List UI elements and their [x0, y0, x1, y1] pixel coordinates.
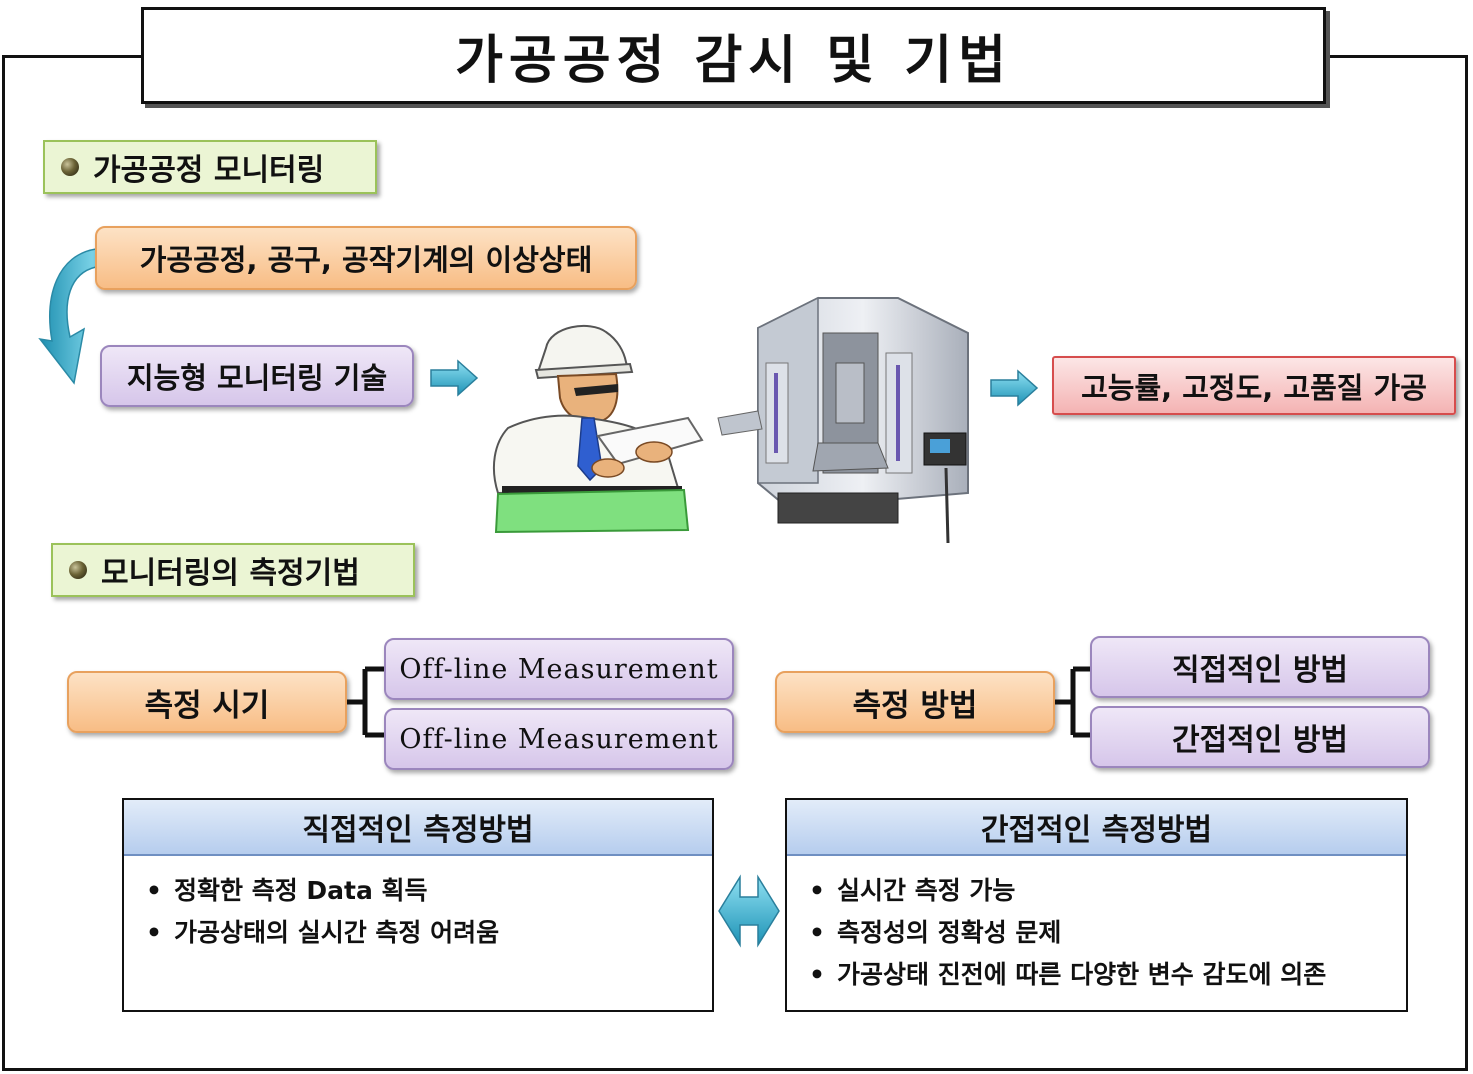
- section-label-text: 모니터링의 측정기법: [101, 556, 360, 591]
- bullet-icon: [61, 158, 79, 176]
- indirect-method-panel: 간접적인 측정방법 실시간 측정 가능 측정성의 정확성 문제 가공상태 진전에…: [785, 798, 1408, 1012]
- list-item: 가공상태의 실시간 측정 어려움: [146, 912, 712, 954]
- double-arrow-icon: [718, 874, 780, 948]
- list-item: 가공상태 진전에 따른 다양한 변수 감도에 의존: [809, 954, 1406, 996]
- method-option-text: 직접적인 방법: [1171, 653, 1349, 688]
- method-option-indirect: 간접적인 방법: [1090, 706, 1430, 768]
- machining-center-illustration: [717, 296, 969, 544]
- page-title: 가공공정 감시 및 기법: [141, 7, 1326, 104]
- timing-option-2: Off-line Measurement: [384, 708, 734, 770]
- measurement-method-box: 측정 방법: [775, 671, 1055, 733]
- indirect-method-list: 실시간 측정 가능 측정성의 정확성 문제 가공상태 진전에 따른 다양한 변수…: [787, 856, 1406, 996]
- right-arrow-icon: [990, 369, 1039, 407]
- direct-method-panel-title: 직접적인 측정방법: [124, 800, 712, 856]
- abnormal-state-text: 가공공정, 공구, 공작기계의 이상상태: [139, 243, 593, 277]
- result-box: 고능률, 고정도, 고품질 가공: [1052, 356, 1456, 415]
- section-label-text: 가공공정 모니터링: [93, 153, 325, 188]
- measurement-timing-box: 측정 시기: [67, 671, 347, 733]
- right-arrow-icon: [430, 359, 479, 397]
- abnormal-state-box: 가공공정, 공구, 공작기계의 이상상태: [95, 226, 637, 290]
- timing-option-text: Off-line Measurement: [399, 653, 719, 685]
- curved-arrow-icon: [38, 248, 97, 385]
- section-label-monitoring: 가공공정 모니터링: [43, 140, 377, 194]
- direct-method-panel: 직접적인 측정방법 정확한 측정 Data 획득 가공상태의 실시간 측정 어려…: [122, 798, 714, 1012]
- measurement-method-text: 측정 방법: [852, 687, 978, 724]
- list-item: 정확한 측정 Data 획득: [146, 870, 712, 912]
- list-item: 실시간 측정 가능: [809, 870, 1406, 912]
- method-option-direct: 직접적인 방법: [1090, 636, 1430, 698]
- method-option-text: 간접적인 방법: [1171, 723, 1349, 758]
- result-text: 고능률, 고정도, 고품질 가공: [1081, 370, 1427, 405]
- direct-method-list: 정확한 측정 Data 획득 가공상태의 실시간 측정 어려움: [124, 856, 712, 954]
- intelligent-monitoring-box: 지능형 모니터링 기술: [100, 345, 414, 407]
- section-label-measurement: 모니터링의 측정기법: [51, 543, 415, 597]
- bracket-connector-icon: [347, 666, 385, 738]
- measurement-timing-text: 측정 시기: [144, 687, 270, 724]
- indirect-method-panel-title: 간접적인 측정방법: [787, 800, 1406, 856]
- timing-option-text: Off-line Measurement: [399, 723, 719, 755]
- bullet-icon: [69, 561, 87, 579]
- bracket-connector-icon: [1055, 666, 1093, 738]
- timing-option-1: Off-line Measurement: [384, 638, 734, 700]
- worker-illustration: [492, 325, 704, 534]
- intelligent-monitoring-text: 지능형 모니터링 기술: [126, 361, 388, 395]
- list-item: 측정성의 정확성 문제: [809, 912, 1406, 954]
